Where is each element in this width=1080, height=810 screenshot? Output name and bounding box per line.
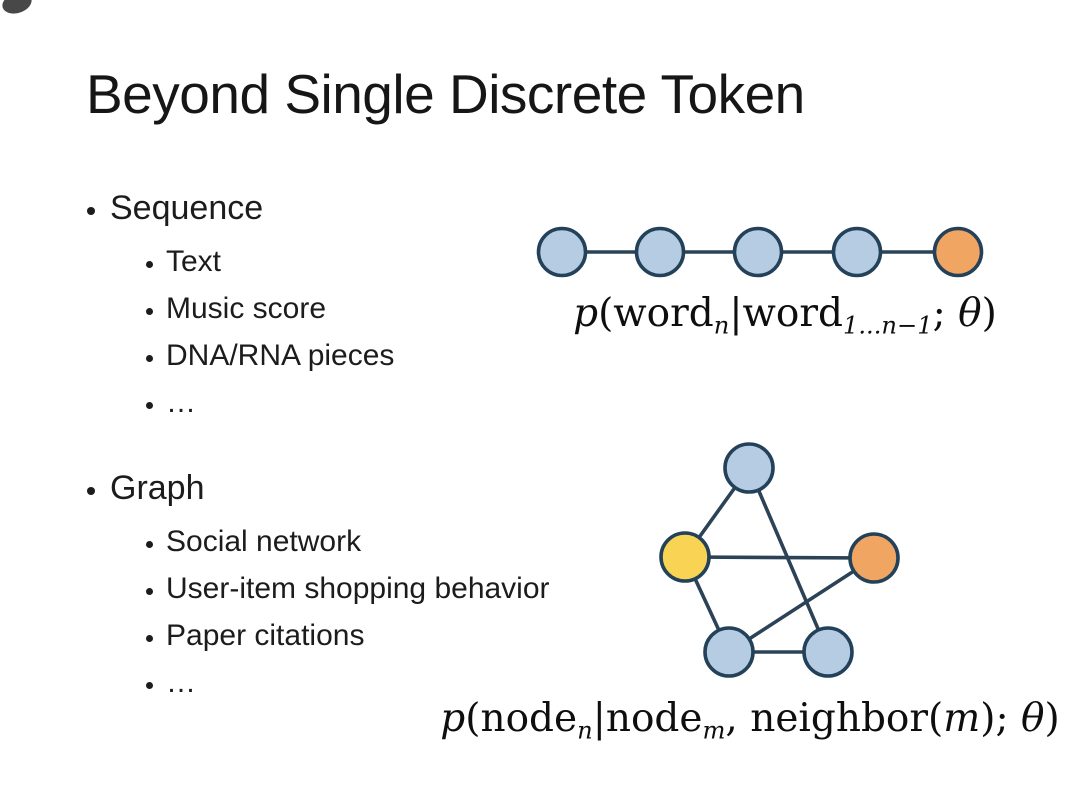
- graph-edge: [728, 556, 875, 654]
- formula-term: node: [605, 696, 703, 741]
- sequence-node-blue: [732, 226, 784, 278]
- formula-func: neighbor: [750, 696, 929, 741]
- formula-theta: θ: [1021, 696, 1045, 741]
- graph-formula: p(noden|nodem, neighbor(m); θ): [440, 696, 1060, 745]
- sequence-node-blue: [634, 226, 686, 278]
- outline-list: SequenceTextMusic scoreDNA/RNA pieces…Gr…: [82, 188, 550, 706]
- sequence-diagram: [536, 226, 984, 278]
- sub-bullet-item: DNA/RNA pieces: [166, 332, 550, 379]
- graph-edge: [684, 555, 875, 560]
- sub-bullet-item: Text: [166, 238, 550, 285]
- section-item: GraphSocial networkUser-item shopping be…: [110, 468, 550, 706]
- section-label: Graph: [110, 469, 205, 507]
- sequence-formula: p(wordn|word1...n−1; θ): [573, 291, 997, 340]
- sub-bullet-item: Music score: [166, 285, 550, 332]
- formula-term: word: [742, 291, 843, 336]
- formula-theta: θ: [958, 291, 982, 336]
- graph-node-top: [723, 442, 775, 494]
- bullet-outline: SequenceTextMusic scoreDNA/RNA pieces…Gr…: [82, 188, 550, 748]
- section-item: SequenceTextMusic scoreDNA/RNA pieces…: [110, 188, 550, 426]
- graph-node-left: [659, 531, 711, 583]
- formula-p: p: [440, 696, 466, 741]
- corner-artifact: [0, 0, 35, 18]
- formula-p: p: [573, 291, 599, 336]
- sub-bullet-item: Social network: [166, 518, 550, 565]
- formula-term: word: [613, 291, 714, 336]
- sub-bullet-list: TextMusic scoreDNA/RNA pieces…: [110, 238, 550, 426]
- graph-node-bottom_left: [703, 626, 755, 678]
- slide-title: Beyond Single Discrete Token: [86, 63, 805, 125]
- sub-bullet-item: …: [166, 379, 550, 426]
- formula-term: node: [480, 696, 578, 741]
- sequence-node-blue: [536, 226, 588, 278]
- graph-diagram: [659, 442, 900, 678]
- sequence-node-blue: [831, 226, 883, 278]
- section-label: Sequence: [110, 189, 264, 227]
- sub-bullet-item: User-item shopping behavior: [166, 565, 550, 612]
- graph-node-bottom_right: [802, 626, 854, 678]
- sub-bullet-list: Social networkUser-item shopping behavio…: [110, 518, 550, 706]
- sub-bullet-item: Paper citations: [166, 612, 550, 659]
- sub-bullet-item: …: [166, 659, 550, 706]
- sequence-node-orange: [932, 226, 984, 278]
- graph-node-right: [848, 532, 900, 584]
- graph-edge: [747, 467, 830, 653]
